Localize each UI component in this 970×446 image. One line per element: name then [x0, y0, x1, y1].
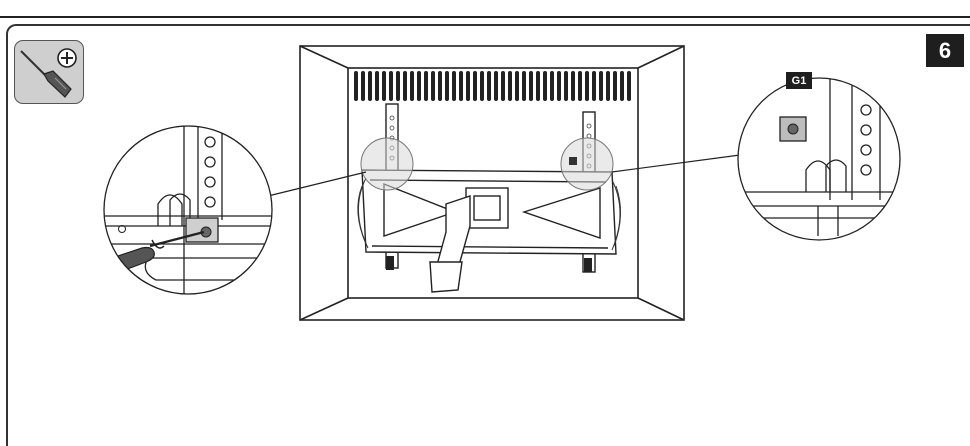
header-rule: [0, 16, 970, 18]
left-detail-zoom: [104, 126, 272, 294]
vent-slots: [354, 71, 631, 101]
right-detail-zoom: [738, 78, 900, 240]
tool-box: [14, 40, 84, 104]
mounting-illustration: [103, 45, 901, 321]
part-label-g1: G1: [786, 72, 812, 89]
page-frame: [6, 24, 970, 446]
wall-mount-bracket: [361, 169, 617, 293]
step-number-badge: 6: [926, 34, 964, 67]
right-detail-highlight: [560, 137, 614, 191]
cover-cap-small: [569, 157, 577, 165]
right-leader-line: [611, 154, 741, 173]
bracket-wire-guides: [357, 177, 621, 251]
left-leader-line: [267, 171, 367, 197]
screwdriver-icon: [20, 48, 77, 98]
wall-frame: [299, 45, 685, 321]
rail-feet: [386, 256, 592, 272]
left-detail-highlight: [360, 137, 414, 191]
